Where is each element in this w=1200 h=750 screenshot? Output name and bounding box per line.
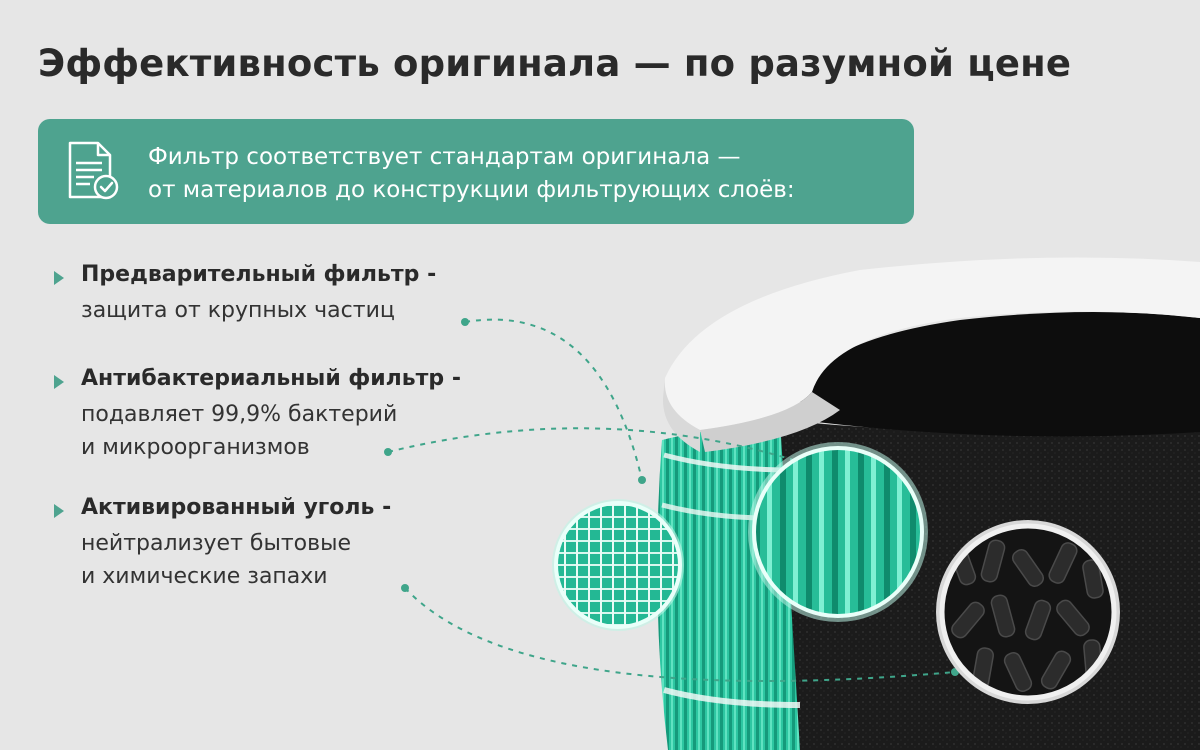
carbon-zoom-circle (936, 520, 1120, 704)
triangle-bullet-icon (54, 375, 64, 389)
feature-title: Активированный уголь - (81, 495, 392, 520)
banner-line-2: от материалов до конструкции фильтрующих… (148, 177, 795, 203)
hepa-layer (657, 420, 800, 750)
pleats-zoom-circle (748, 442, 928, 622)
carbon-layer (780, 420, 1200, 750)
info-banner: Фильтр соответствует стандартам оригинал… (38, 119, 914, 224)
feature-desc: нейтрализует бытовые и химические запахи (81, 527, 351, 593)
triangle-bullet-icon (54, 271, 64, 285)
banner-text: Фильтр соответствует стандартам оригинал… (148, 141, 795, 207)
feature-desc: защита от крупных частиц (81, 294, 395, 327)
feature-desc-line: защита от крупных частиц (81, 298, 395, 323)
feature-title: Антибактериальный фильтр - (81, 366, 461, 391)
feature-desc-line: подавляет 99,9% бактерий (81, 402, 398, 427)
mesh-zoom-circle (552, 499, 684, 631)
filter-top-ring (664, 257, 1200, 430)
feature-desc: подавляет 99,9% бактерий и микроорганизм… (81, 398, 397, 464)
certificate-document-icon (68, 141, 119, 200)
feature-desc-line: нейтрализует бытовые (81, 531, 351, 556)
page-title: Эффективность оригинала — по разумной це… (38, 42, 1072, 85)
feature-desc-line: и микроорганизмов (81, 435, 310, 460)
feature-desc-line: и химические запахи (81, 564, 328, 589)
triangle-bullet-icon (54, 504, 64, 518)
feature-title: Предварительный фильтр - (81, 262, 437, 287)
banner-line-1: Фильтр соответствует стандартам оригинал… (148, 144, 741, 170)
